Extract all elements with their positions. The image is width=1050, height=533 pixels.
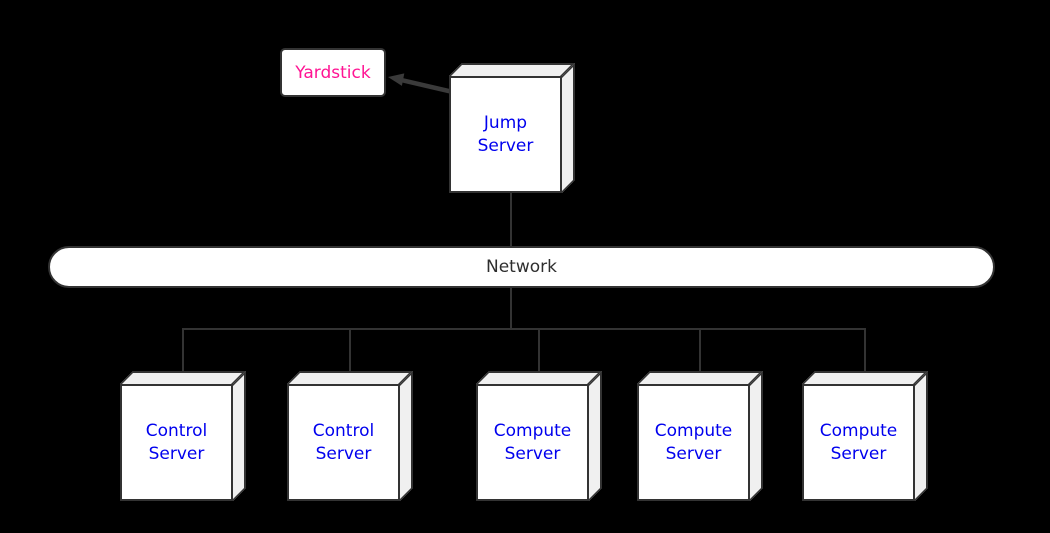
server-label: Control Server (312, 420, 375, 464)
server-label: Compute Server (493, 420, 572, 464)
connector-jump-to-network (510, 193, 512, 248)
server-side-face (750, 371, 763, 501)
connector-drop-server-1 (182, 328, 184, 373)
network-node: Network (48, 246, 995, 288)
server-front-face: Control Server (287, 384, 400, 501)
control-server-2-node: Control Server (287, 371, 413, 501)
server-front-face: Compute Server (637, 384, 750, 501)
connector-bus-line (182, 328, 866, 330)
server-front-face: Compute Server (802, 384, 915, 501)
jump-server-side-face (562, 63, 575, 193)
server-side-face (233, 371, 246, 501)
yardstick-node: Yardstick (280, 48, 386, 97)
arrow-head-icon (388, 73, 405, 86)
server-top-face (637, 371, 763, 384)
server-front-face: Control Server (120, 384, 233, 501)
connector-drop-server-5 (864, 328, 866, 373)
compute-server-2-node: Compute Server (637, 371, 763, 501)
control-server-1-node: Control Server (120, 371, 246, 501)
server-label: Control Server (145, 420, 208, 464)
server-label: Compute Server (654, 420, 733, 464)
server-top-face (802, 371, 928, 384)
server-top-face (120, 371, 246, 384)
compute-server-3-node: Compute Server (802, 371, 928, 501)
server-side-face (400, 371, 413, 501)
server-label: Compute Server (819, 420, 898, 464)
connector-drop-server-2 (349, 328, 351, 373)
jump-server-node: Jump Server (449, 63, 575, 193)
server-side-face (589, 371, 602, 501)
network-label: Network (486, 257, 557, 277)
yardstick-label: Yardstick (295, 62, 371, 83)
server-top-face (287, 371, 413, 384)
compute-server-1-node: Compute Server (476, 371, 602, 501)
connector-drop-server-4 (699, 328, 701, 373)
connector-network-to-bus (510, 286, 512, 330)
jump-server-label: Jump Server (477, 112, 534, 156)
connector-drop-server-3 (538, 328, 540, 373)
server-side-face (915, 371, 928, 501)
jump-server-top-face (449, 63, 575, 76)
server-front-face: Compute Server (476, 384, 589, 501)
server-top-face (476, 371, 602, 384)
jump-server-front-face: Jump Server (449, 76, 562, 193)
